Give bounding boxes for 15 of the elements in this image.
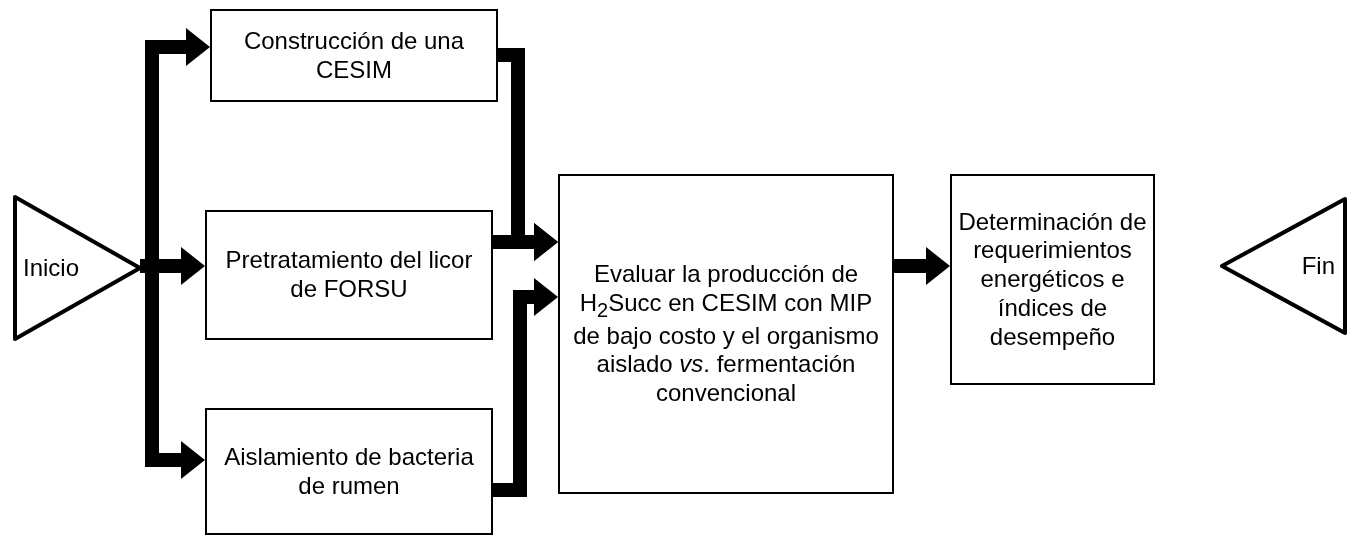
node-text: Construcción de una CESIM [242, 26, 466, 85]
process-box [950, 174, 1155, 385]
node-text: Pretratamiento del licor de FORSU [224, 246, 474, 304]
node-text: Inicio [23, 253, 80, 283]
process-box [558, 174, 894, 494]
process-box [210, 9, 498, 102]
node-text: Aislamiento de bacteria de rumen [223, 442, 475, 501]
node-text: Determinación de requerimientos energéticos e índices de desempeño [957, 207, 1148, 352]
process-box [205, 408, 493, 535]
node-text: Evaluar la producción de H$_{2}$Succ en CESIM con MIP de bajo costo y el organismo aislado vs. fermentación convencional [572, 260, 880, 408]
process-box [205, 210, 493, 340]
block-arrow [894, 247, 950, 285]
block-arrow [493, 278, 558, 497]
block-arrow [493, 223, 558, 261]
node-text: Fin [1301, 251, 1335, 281]
